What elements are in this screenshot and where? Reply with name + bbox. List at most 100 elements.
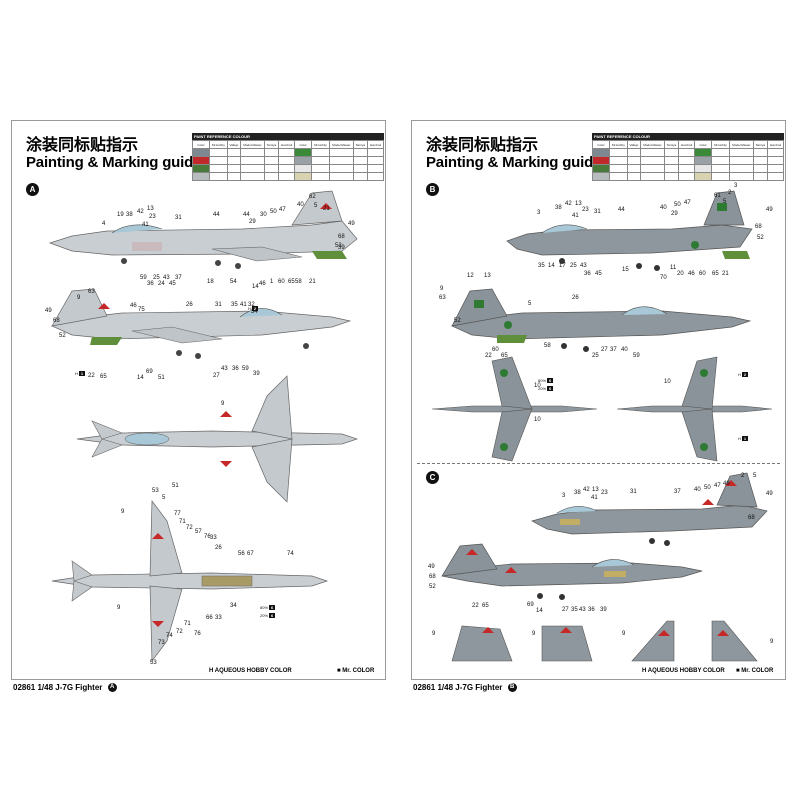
legend-mr-prefix: ■ xyxy=(736,668,740,674)
callout: 75 xyxy=(138,307,145,313)
callout: 54 xyxy=(230,279,237,285)
callout: 36 xyxy=(584,271,591,277)
callout: 2 xyxy=(728,190,732,196)
callout: 33 xyxy=(215,615,222,621)
tail-fin-details xyxy=(451,620,758,662)
callout: 69 xyxy=(527,602,534,608)
callout: 38 xyxy=(555,205,562,211)
callout: 68 xyxy=(429,574,436,580)
callout: 22 xyxy=(472,603,479,609)
callout: 21 xyxy=(323,206,330,212)
callout: 14 xyxy=(536,608,543,614)
callout: 5 xyxy=(723,199,727,205)
callout: 13 xyxy=(484,273,491,279)
callout: 41 xyxy=(142,222,149,228)
callout: 3 xyxy=(537,210,541,216)
callout: 74 xyxy=(287,551,294,557)
callout: 3 xyxy=(734,183,738,189)
color-swatch xyxy=(294,172,313,181)
legend-mr-label: Mr. COLOR xyxy=(342,668,375,674)
callout: 30 xyxy=(260,212,267,218)
footer-badge: A xyxy=(107,683,117,693)
legend-aqueous: H AQUEOUS HOBBY COLOR xyxy=(209,668,292,674)
callout: 26 xyxy=(186,302,193,308)
title-english: Painting & Marking guide xyxy=(426,154,602,171)
callout: 18 xyxy=(207,279,214,285)
callout: 56 xyxy=(238,551,245,557)
callout: 23 xyxy=(582,207,589,213)
callout: 23 xyxy=(601,490,608,496)
callout: 47 xyxy=(714,483,721,489)
callout: 5 xyxy=(753,473,757,479)
callout: 50 xyxy=(704,485,711,491)
callout: 31 xyxy=(594,209,601,215)
percent-label: 80%6 xyxy=(538,378,554,383)
callout: 40 xyxy=(694,487,701,493)
legend-mr-prefix: ■ xyxy=(337,668,341,674)
callout: 12 xyxy=(467,273,474,279)
callout: 3 xyxy=(562,493,566,499)
callout: 63 xyxy=(439,295,446,301)
callout: 21 xyxy=(309,279,316,285)
percent-label: 80%6 xyxy=(260,605,276,610)
callout: 10 xyxy=(534,417,541,423)
callout: 49 xyxy=(45,308,52,314)
callout: 47 xyxy=(684,200,691,206)
color-swatch xyxy=(694,172,713,181)
callout: 9 xyxy=(117,605,121,611)
callout: 51 xyxy=(158,375,165,381)
callout: 25 xyxy=(570,263,577,269)
callout: 58 xyxy=(544,343,551,349)
callout: 59 xyxy=(140,275,147,281)
callout: 68 xyxy=(748,515,755,521)
paint-reference-table: PAINT REFERENCE COLOUR Color Mr.Hobby Va… xyxy=(592,133,785,181)
callout: 36 xyxy=(147,281,154,287)
instruction-sheet-b: 涂装同标贴指示 Painting & Marking guide PAINT R… xyxy=(411,120,786,680)
callout: 5 xyxy=(528,301,532,307)
callout: 32 xyxy=(248,302,255,308)
callout: 44 xyxy=(618,207,625,213)
aircraft-plan-view-b1 xyxy=(431,356,598,462)
callout: 68 xyxy=(755,224,762,230)
callout: 68 xyxy=(53,318,60,324)
aircraft-side-view-b1 xyxy=(506,190,753,271)
callout: 20 xyxy=(677,271,684,277)
callout: 35 xyxy=(571,607,578,613)
callout: 9 xyxy=(622,631,626,637)
callout: 41 xyxy=(591,495,598,501)
aircraft-side-view-c2 xyxy=(441,543,703,600)
callout: 9 xyxy=(770,639,774,645)
percent-label: 20%6 xyxy=(538,386,554,391)
aircraft-drawings-bc xyxy=(431,190,773,662)
callout: 33 xyxy=(210,535,217,541)
callout: 36 xyxy=(232,366,239,372)
callout: 40 xyxy=(621,347,628,353)
section-badge-a: A xyxy=(26,183,39,196)
footer-a: 02861 1/48 J-7G Fighter A xyxy=(13,683,117,693)
callout: 40 xyxy=(660,205,667,211)
callout: 17 xyxy=(559,263,566,269)
callout: 71 xyxy=(179,519,186,525)
section-badge-b: B xyxy=(426,183,439,196)
callout: 39 xyxy=(338,245,345,251)
callout: 24 xyxy=(158,281,165,287)
callout: 45 xyxy=(595,271,602,277)
aircraft-side-view-2 xyxy=(50,288,352,359)
paint-table-row xyxy=(592,148,785,157)
title-chinese: 涂装同标贴指示 xyxy=(26,135,139,154)
callout: 60 xyxy=(699,271,706,277)
aircraft-drawings-a xyxy=(48,190,359,663)
callout: 43 xyxy=(580,263,587,269)
footer-b: 02861 1/48 J-7G Fighter B xyxy=(413,683,517,693)
callout: 26 xyxy=(572,295,579,301)
aircraft-side-view-c1 xyxy=(531,472,768,546)
callout: 77 xyxy=(174,511,181,517)
callout: 27 xyxy=(562,607,569,613)
callout: 52 xyxy=(59,333,66,339)
callout: 34 xyxy=(230,603,237,609)
callout: 1 xyxy=(270,279,274,285)
callout: 9 xyxy=(221,401,225,407)
callout: 49 xyxy=(766,207,773,213)
callout: 25 xyxy=(592,353,599,359)
